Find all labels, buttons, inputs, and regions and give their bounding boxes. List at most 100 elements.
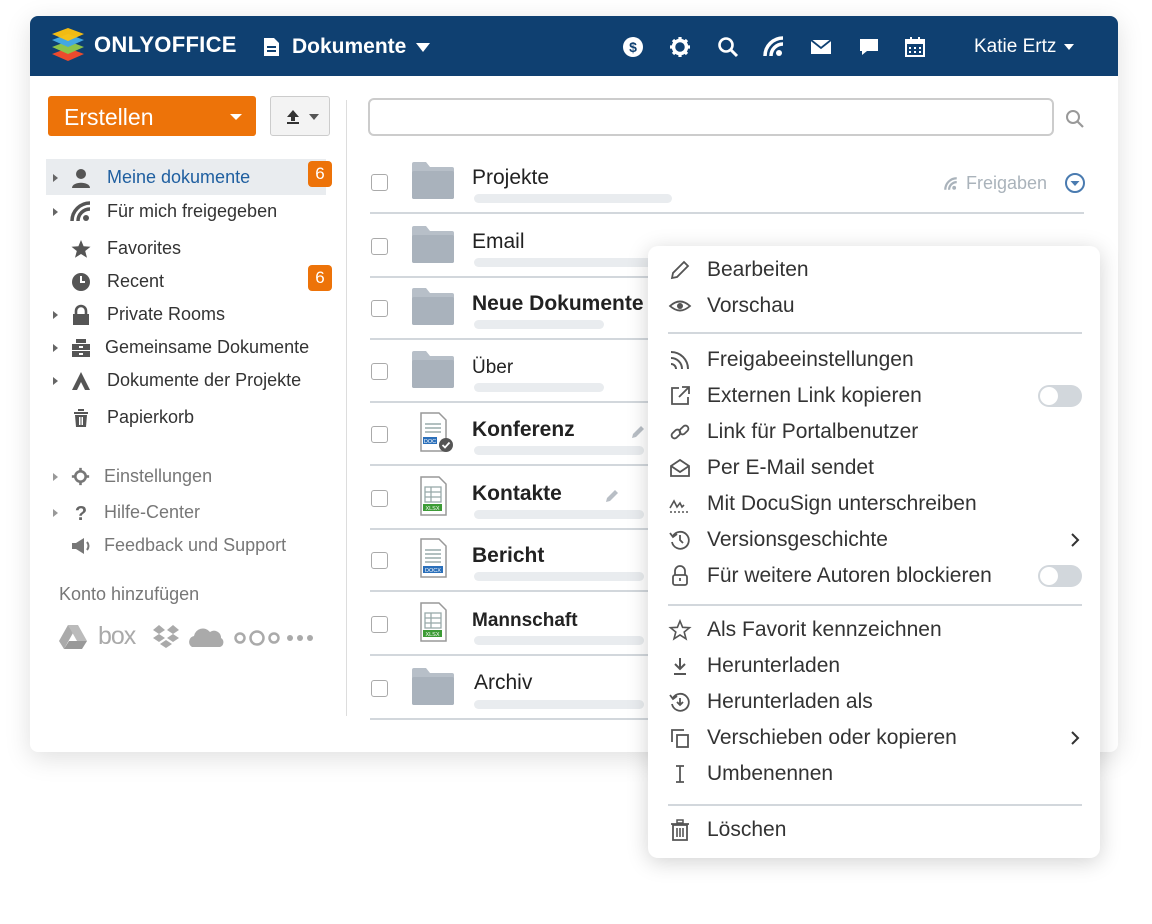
box-icon[interactable]: box — [98, 622, 136, 650]
sidebar-item-label: Für mich freigegeben — [107, 201, 278, 221]
menu-item-delete[interactable]: Löschen — [648, 812, 1100, 848]
sidebar-item-feedback[interactable]: Feedback und Support — [46, 531, 336, 561]
menu-item-edit[interactable]: Bearbeiten — [648, 252, 1100, 288]
external-link-toggle[interactable] — [1038, 385, 1082, 407]
google-drive-icon[interactable] — [58, 624, 88, 650]
user-menu[interactable]: Katie Ertz — [974, 36, 1075, 58]
row-checkbox[interactable] — [371, 300, 388, 317]
row-checkbox[interactable] — [371, 363, 388, 380]
expand-arrow-icon[interactable] — [53, 377, 58, 385]
menu-item-rename[interactable]: Umbenennen — [648, 756, 1100, 792]
row-divider — [370, 212, 1084, 214]
menu-item-download-as[interactable]: Herunterladen als — [648, 684, 1100, 720]
menu-item-label: Für weitere Autoren blockieren — [707, 564, 992, 587]
dollar-icon[interactable]: $ — [622, 36, 644, 58]
clock-icon — [72, 273, 90, 291]
calendar-icon[interactable] — [904, 36, 926, 58]
file-name[interactable]: Archiv — [474, 671, 533, 694]
menu-item-label: Löschen — [707, 818, 787, 841]
menu-item-version-history[interactable]: Versionsgeschichte — [648, 522, 1100, 558]
expand-arrow-icon[interactable] — [53, 174, 58, 182]
cloud-accounts: box — [58, 622, 318, 652]
file-name[interactable]: Email — [472, 230, 525, 253]
file-meta — [474, 700, 644, 709]
sidebar-item-project-documents[interactable]: Dokumente der Projekte — [46, 366, 336, 396]
file-name[interactable]: Kontakte — [472, 482, 562, 505]
menu-item-add-favorite[interactable]: Als Favorit kennzeichnen — [648, 612, 1100, 648]
file-name[interactable]: Über — [472, 357, 514, 378]
row-checkbox[interactable] — [371, 616, 388, 633]
sidebar-item-my-documents[interactable]: Meine dokumente 6 — [46, 161, 336, 193]
share-indicator[interactable]: Freigaben — [944, 173, 1085, 194]
docx-file-icon: DOC — [420, 412, 453, 452]
lock-icon — [672, 565, 688, 586]
file-name[interactable]: Konferenz — [472, 418, 575, 441]
sidebar-item-common-documents[interactable]: Gemeinsame Dokumente — [46, 333, 336, 363]
active-item-highlight — [46, 159, 326, 195]
menu-item-label: Vorschau — [707, 294, 795, 317]
menu-item-portal-link[interactable]: Link für Portalbenutzer — [648, 414, 1100, 450]
search-icon[interactable] — [717, 36, 739, 58]
menu-item-preview[interactable]: Vorschau — [648, 288, 1100, 324]
row-checkbox[interactable] — [371, 174, 388, 191]
block-authors-toggle[interactable] — [1038, 565, 1082, 587]
expand-arrow-icon[interactable] — [53, 208, 58, 216]
sidebar-item-trash[interactable]: Papierkorb — [46, 403, 336, 433]
brand-name[interactable]: ONLYOFFICE — [94, 32, 237, 57]
menu-item-move-copy[interactable]: Verschieben oder kopieren — [648, 720, 1100, 756]
chat-icon[interactable] — [858, 36, 880, 58]
row-menu-icon[interactable] — [1064, 172, 1086, 194]
file-name[interactable]: Projekte — [472, 166, 550, 189]
row-checkbox[interactable] — [371, 680, 388, 697]
file-meta — [474, 320, 604, 329]
sidebar-item-settings[interactable]: Einstellungen — [46, 462, 336, 492]
feed-icon[interactable] — [763, 36, 785, 58]
create-button[interactable]: Erstellen — [48, 96, 256, 136]
row-checkbox[interactable] — [371, 238, 388, 255]
folder-icon — [412, 288, 454, 325]
menu-separator — [668, 604, 1082, 606]
share-icon — [944, 176, 957, 190]
file-name[interactable]: Mannschaft — [472, 610, 578, 631]
menu-item-label: Verschieben oder kopieren — [707, 726, 957, 749]
megaphone-icon — [72, 538, 90, 554]
sidebar-item-shared-with-me[interactable]: Für mich freigegeben — [46, 197, 336, 227]
expand-arrow-icon[interactable] — [53, 473, 58, 481]
menu-item-download[interactable]: Herunterladen — [648, 648, 1100, 684]
nextcloud-icon[interactable] — [234, 630, 280, 646]
menu-item-sharing-settings[interactable]: Freigabeeinstellungen — [648, 342, 1100, 378]
sidebar-item-label: Private Rooms — [107, 304, 226, 324]
menu-item-docusign[interactable]: Mit DocuSign unterschreiben — [648, 486, 1100, 522]
upload-button[interactable] — [270, 96, 330, 136]
row-checkbox[interactable] — [371, 552, 388, 569]
menu-item-send-email[interactable]: Per E-Mail sendet — [648, 450, 1100, 486]
link-icon — [670, 424, 690, 440]
file-name[interactable]: Neue Dokumente — [472, 292, 644, 315]
file-row[interactable]: Projekte Freigaben — [370, 150, 1085, 214]
module-switcher[interactable]: Dokumente — [262, 34, 431, 60]
onedrive-icon[interactable] — [188, 626, 224, 648]
sidebar-item-favorites[interactable]: Favorites — [46, 234, 336, 264]
dropbox-icon[interactable] — [152, 624, 180, 650]
file-meta — [474, 636, 644, 645]
module-name: Dokumente — [292, 35, 407, 58]
row-checkbox[interactable] — [371, 426, 388, 443]
expand-arrow-icon[interactable] — [53, 344, 58, 352]
more-icon[interactable] — [286, 634, 314, 642]
sidebar-item-private-rooms[interactable]: Private Rooms — [46, 300, 336, 330]
expand-arrow-icon[interactable] — [53, 509, 58, 517]
search-icon[interactable] — [1064, 108, 1086, 130]
search-input[interactable] — [368, 98, 1054, 136]
onlyoffice-logo-icon[interactable] — [50, 28, 86, 62]
eye-icon — [668, 300, 692, 312]
gear-icon[interactable] — [669, 36, 691, 58]
file-name[interactable]: Bericht — [472, 544, 545, 567]
expand-arrow-icon[interactable] — [53, 311, 58, 319]
sidebar-item-help-center[interactable]: ? Hilfe-Center — [46, 498, 336, 528]
row-checkbox[interactable] — [371, 490, 388, 507]
menu-item-copy-external-link[interactable]: Externen Link kopieren — [648, 378, 1100, 414]
sidebar-item-recent[interactable]: Recent 6 — [46, 265, 336, 297]
envelope-icon — [670, 458, 690, 477]
mail-icon[interactable] — [810, 36, 832, 58]
menu-item-block-authors[interactable]: Für weitere Autoren blockieren — [648, 558, 1100, 594]
